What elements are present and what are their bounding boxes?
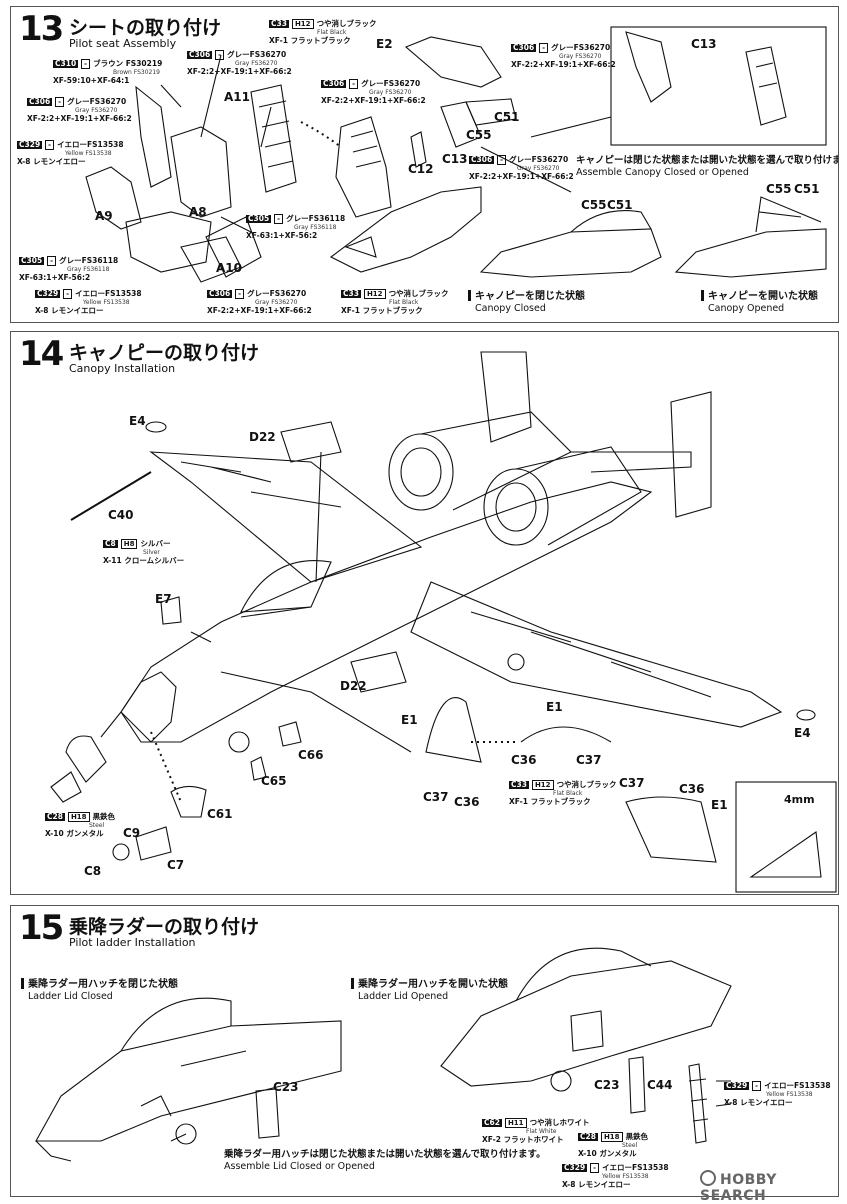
paint-callout: C329-イエローFS13538 Yellow FS13538 X-8 レモンイ… <box>724 1081 831 1107</box>
part-label: C37 <box>576 753 602 767</box>
paint-callout: C306-グレーFS36270 Gray FS36270 XF-2:2+XF-1… <box>469 155 574 181</box>
part-label: D22 <box>340 679 367 693</box>
part-label: A11 <box>224 90 250 104</box>
part-label: C44 <box>647 1078 673 1092</box>
part-label: C66 <box>298 748 324 762</box>
canopy-opened-caption: キャノピーを開いた状態 Canopy Opened <box>701 290 818 315</box>
step-title-en: Pilot seat Assembly <box>69 37 177 50</box>
hobby-search-watermark: HOBBY SEARCH <box>700 1170 777 1204</box>
paint-callout: C306-グレーFS36270 Gray FS36270 XF-2:2+XF-1… <box>27 97 132 123</box>
part-label: C51 <box>794 182 820 196</box>
paint-callout: C305-グレーFS36118 Gray FS36118 XF-63:1+XF-… <box>19 256 119 282</box>
canopy-closed-caption: キャノピーを閉じた状態 Canopy Closed <box>468 290 585 315</box>
step-title: 乗降ラダーの取り付け <box>69 916 260 938</box>
paint-callout: C306-グレーFS36270 Gray FS36270 XF-2:2+XF-1… <box>187 50 292 76</box>
part-label: C55 <box>466 128 492 142</box>
paint-callout: C329-イエローFS13538 Yellow FS13538 X-8 レモンイ… <box>562 1163 669 1189</box>
part-label: C36 <box>511 753 537 767</box>
part-label: C55 <box>766 182 792 196</box>
step-13-panel: 13 シートの取り付け Pilot seat Assembly <box>10 6 839 323</box>
part-label: A8 <box>189 205 207 219</box>
part-label: E1 <box>546 700 563 714</box>
part-label: C8 <box>84 864 102 878</box>
part-label: C23 <box>594 1078 620 1092</box>
seat-assembly-drawing <box>85 26 827 283</box>
part-label: C51 <box>494 110 520 124</box>
part-label: A10 <box>216 261 242 275</box>
part-label: E1 <box>711 798 728 812</box>
step-title-en: Pilot ladder Installation <box>69 936 196 949</box>
part-label: C13 <box>442 152 468 166</box>
canopy-select-note: キャノピーは閉じた状態または開いた状態を選んで取り付けます。 Assemble … <box>576 155 839 178</box>
paint-callout: C329-イエローFS13538 Yellow FS13538 X-8 レモンイ… <box>35 289 142 315</box>
step-number: 14 <box>19 334 64 374</box>
lid-opened-caption: 乗降ラダー用ハッチを開いた状態 Ladder Lid Opened <box>351 978 508 1003</box>
part-label: C13 <box>691 37 717 51</box>
part-label: E1 <box>401 713 418 727</box>
part-label: C51 <box>607 198 633 212</box>
part-label: C9 <box>123 826 141 840</box>
ladder-drawing <box>35 947 732 1162</box>
step-number: 13 <box>19 9 64 49</box>
part-label: C40 <box>108 508 134 522</box>
part-label: E4 <box>129 414 146 428</box>
part-label: E7 <box>155 592 172 606</box>
step-title-en: Canopy Installation <box>69 362 176 375</box>
paint-callout: C306-グレーFS36270 Gray FS36270 XF-2:2+XF-1… <box>321 79 426 105</box>
part-label: C55 <box>581 198 607 212</box>
part-label: C37 <box>423 790 449 804</box>
aircraft-drawing <box>50 351 837 893</box>
paint-callout: C305-グレーFS36118 Gray FS36118 XF-63:1+XF-… <box>246 214 346 240</box>
lid-select-note: 乗降ラダー用ハッチは閉じた状態または開いた状態を選んで取り付けます。 Assem… <box>224 1149 546 1172</box>
paint-callout: C306-グレーFS36270 Gray FS36270 XF-2:2+XF-1… <box>207 289 312 315</box>
measurement-label: 4mm <box>784 793 815 806</box>
paint-callout: C329-イエローFS13538 Yellow FS13538 X-8 レモンイ… <box>17 140 124 166</box>
paint-callout: C306-グレーFS36270 Gray FS36270 XF-2:2+XF-1… <box>511 43 616 69</box>
part-label: E2 <box>376 37 393 51</box>
step-14-panel: 14 キャノピーの取り付け Canopy Installation <box>10 331 839 895</box>
part-label: C7 <box>167 858 185 872</box>
step-title: キャノピーの取り付け <box>69 342 260 364</box>
paint-callout: C310-ブラウン FS30219 Brown FS30219 XF-59:10… <box>53 59 163 85</box>
part-label: D22 <box>249 430 276 444</box>
part-label: C61 <box>207 807 233 821</box>
part-label: C65 <box>261 774 287 788</box>
part-label: C36 <box>454 795 480 809</box>
part-label: E4 <box>794 726 811 740</box>
part-label: C37 <box>619 776 645 790</box>
step-title: シートの取り付け <box>69 17 222 39</box>
part-label: C36 <box>679 782 705 796</box>
step-15-panel: 15 乗降ラダーの取り付け Pilot ladder Installation <box>10 905 839 1197</box>
step-number: 15 <box>19 908 64 948</box>
part-label: C23 <box>273 1080 299 1094</box>
lid-closed-caption: 乗降ラダー用ハッチを閉じた状態 Ladder Lid Closed <box>21 978 178 1003</box>
part-label: A9 <box>95 209 113 223</box>
part-label: C12 <box>408 162 434 176</box>
